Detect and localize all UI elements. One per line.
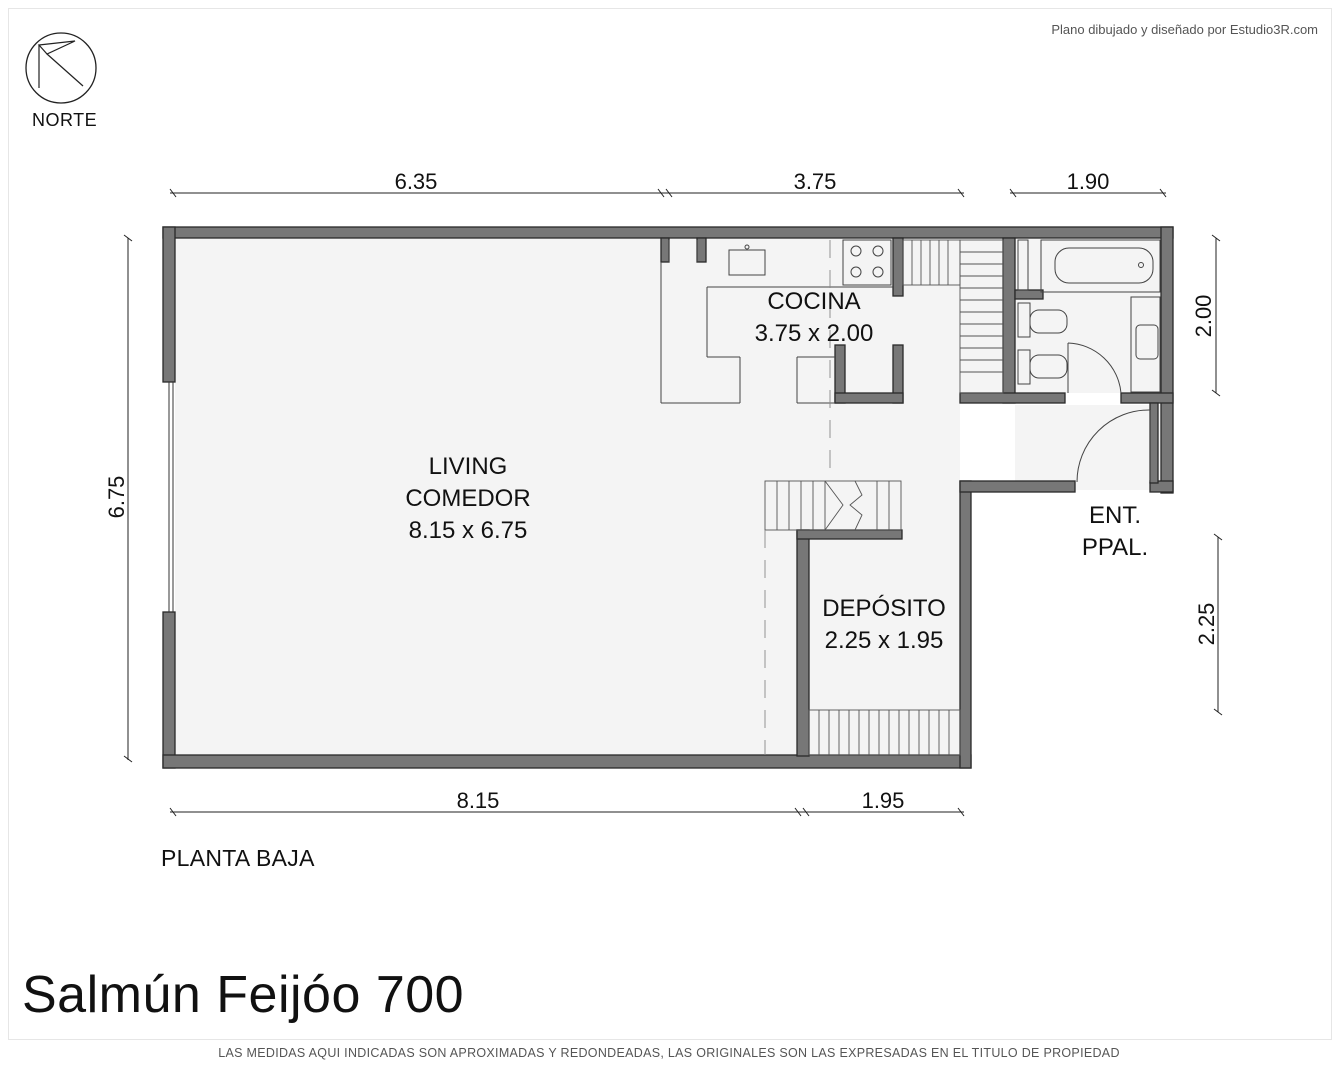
living-size: 8.15 x 6.75	[409, 517, 528, 544]
floor-fill	[175, 238, 1160, 755]
cocina-name: COCINA	[767, 288, 860, 315]
kitchen-fixtures	[660, 239, 893, 404]
dim-top-2: 3.75	[794, 169, 837, 194]
dim-right-lower: 2.25	[1194, 603, 1219, 646]
floor-label: PLANTA BAJA	[161, 845, 315, 871]
deposito-name: DEPÓSITO	[822, 595, 946, 622]
dim-top-1: 6.35	[395, 169, 438, 194]
entry-door	[1076, 409, 1151, 483]
north-label: NORTE	[32, 110, 98, 130]
dim-left: 6.75	[104, 476, 129, 519]
living-name-2: COMEDOR	[405, 485, 530, 512]
entrada-line2: PPAL.	[1082, 534, 1148, 561]
living-name-1: LIVING	[429, 453, 508, 480]
deposito-size: 2.25 x 1.95	[825, 627, 944, 654]
projection-lines	[764, 240, 831, 755]
address-title: Salmún Feijóo 700	[22, 966, 465, 1024]
bathroom-fixtures	[1017, 239, 1161, 394]
entrada-line1: ENT.	[1089, 502, 1141, 529]
north-arrow-icon	[25, 32, 97, 104]
cocina-size: 3.75 x 2.00	[755, 320, 874, 347]
window	[168, 382, 174, 612]
dim-bottom-2: 1.95	[862, 788, 905, 813]
dim-top-3: 1.90	[1067, 169, 1110, 194]
credit-text: Plano dibujado y diseñado por Estudio3R.…	[1051, 22, 1318, 37]
walls	[162, 226, 1174, 769]
dim-bottom-1: 8.15	[457, 788, 500, 813]
stairs	[764, 239, 1004, 756]
dim-right-upper: 2.00	[1191, 295, 1216, 338]
dimension-lines	[123, 188, 1223, 817]
disclaimer: LAS MEDIDAS AQUI INDICADAS SON APROXIMAD…	[218, 1046, 1120, 1060]
